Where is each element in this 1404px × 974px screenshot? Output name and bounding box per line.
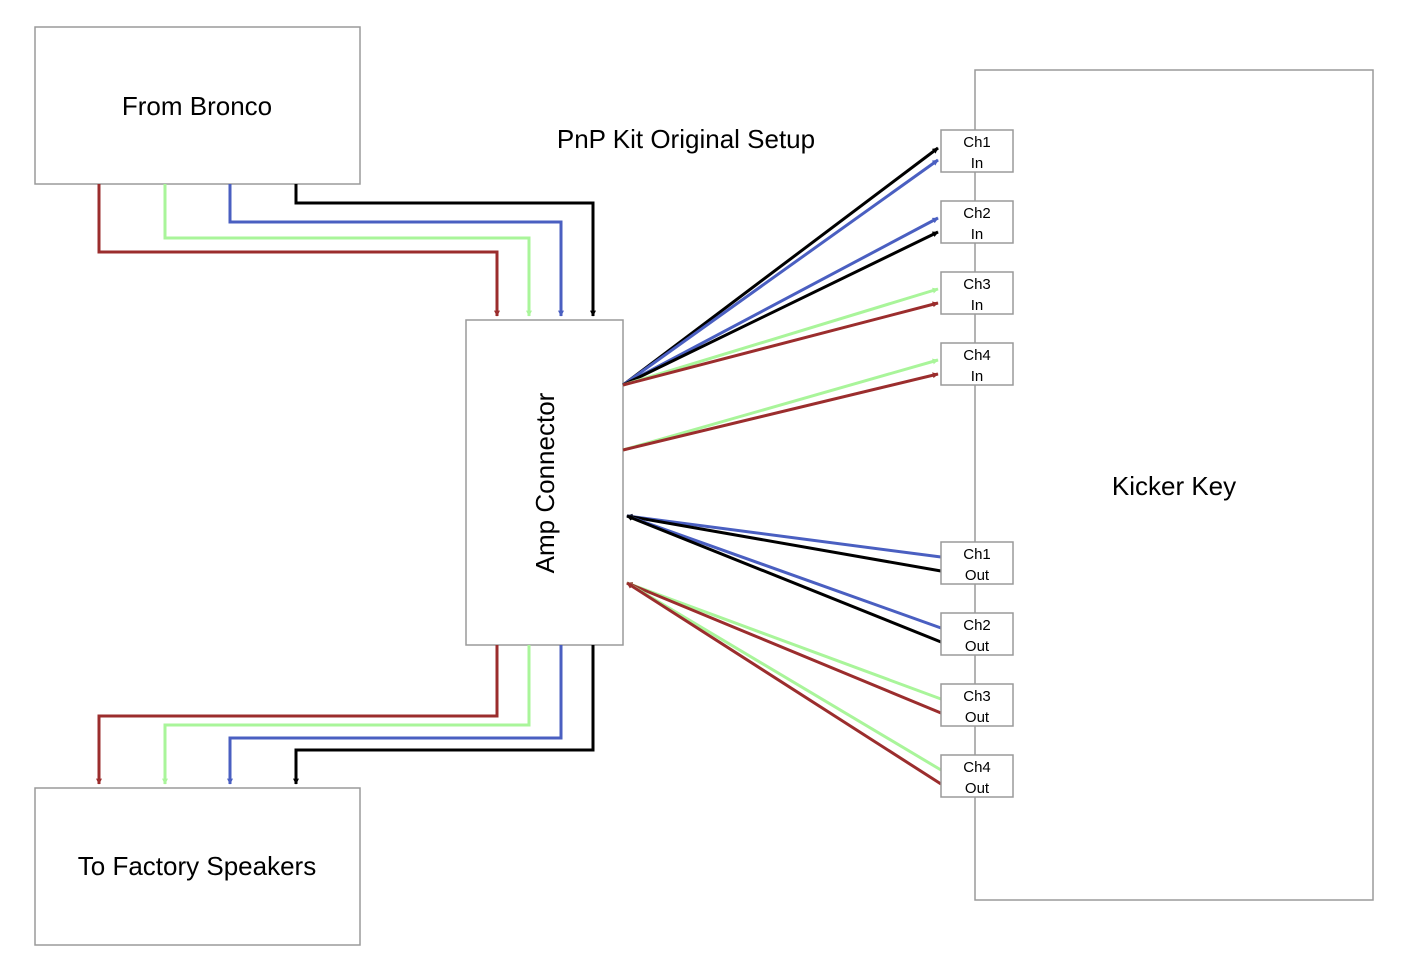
wire-blue-ch2-in: [622, 216, 939, 387]
wire-black-ch2-out: [626, 514, 942, 644]
port-ch4-in: Ch4 In: [940, 342, 1014, 386]
port-ch1-in-line1: Ch1: [963, 134, 991, 151]
port-ch1-in: Ch1 In: [940, 129, 1014, 173]
wire-green-bronco-amp: [163, 184, 532, 317]
from-bronco-box: [34, 26, 361, 185]
port-ch2-in: Ch2 In: [940, 200, 1014, 244]
port-ch3-in-line2: In: [971, 297, 984, 314]
port-ch2-out-line1: Ch2: [963, 617, 991, 634]
amp-to-kicker-input-wires: [622, 146, 939, 452]
port-ch3-out-line2: Out: [965, 709, 990, 726]
wire-green-ch3-out: [626, 581, 942, 701]
amp-to-speakers-wires: [96, 645, 595, 785]
wire-red-ch4-in: [622, 372, 939, 452]
wire-red-ch3-in: [622, 301, 939, 387]
port-ch1-out-line2: Out: [965, 567, 990, 584]
wire-black-ch1-in: [622, 146, 939, 387]
from-bronco-label: From Bronco: [122, 91, 272, 121]
diagram-title: PnP Kit Original Setup: [557, 124, 815, 154]
port-ch3-out: Ch3 Out: [940, 683, 1014, 727]
wire-blue-amp-speakers: [227, 645, 563, 785]
port-ch1-out-line1: Ch1: [963, 546, 991, 563]
kicker-key-label: Kicker Key: [1112, 471, 1236, 501]
port-ch2-out: Ch2 Out: [940, 612, 1014, 656]
kicker-key-box: [974, 69, 1374, 901]
wire-blue-ch1-in: [622, 158, 939, 387]
wire-red-bronco-amp: [97, 184, 500, 317]
wire-black-bronco-amp: [294, 184, 596, 317]
amp-connector-box: [465, 319, 624, 646]
wire-blue-ch2-out: [626, 514, 942, 630]
port-ch3-in-line1: Ch3: [963, 276, 991, 293]
port-ch4-out-line1: Ch4: [963, 759, 991, 776]
port-ch2-out-line2: Out: [965, 638, 990, 655]
port-ch4-in-line2: In: [971, 368, 984, 385]
port-ch1-out: Ch1 Out: [940, 541, 1014, 585]
wire-black-amp-speakers: [293, 645, 595, 785]
kicker-output-ports: Ch1 Out Ch2 Out Ch3 Out Ch4 Out: [940, 541, 1014, 798]
port-ch2-in-line1: Ch2: [963, 205, 991, 222]
kicker-output-to-amp-wires: [626, 513, 942, 786]
wire-green-ch4-out: [626, 581, 942, 772]
port-ch4-out-line2: Out: [965, 780, 990, 797]
wire-red-amp-speakers: [96, 645, 499, 785]
wire-green-ch4-in: [622, 358, 939, 452]
wire-red-ch4-out: [626, 581, 942, 786]
wire-green-ch3-in: [622, 287, 939, 387]
wire-black-ch2-in: [622, 230, 939, 387]
bronco-to-amp-wires: [97, 184, 596, 317]
kicker-input-ports: Ch1 In Ch2 In Ch3 In Ch4 In: [940, 129, 1014, 386]
to-factory-speakers-box: [34, 787, 361, 946]
wire-blue-ch1-out: [626, 513, 942, 559]
port-ch3-out-line1: Ch3: [963, 688, 991, 705]
wire-blue-bronco-amp: [228, 184, 564, 317]
wire-green-amp-speakers: [162, 645, 531, 785]
wire-red-ch3-out: [626, 581, 942, 715]
amp-connector-label: Amp Connector: [530, 392, 560, 573]
port-ch3-in: Ch3 In: [940, 271, 1014, 315]
port-ch4-out: Ch4 Out: [940, 754, 1014, 798]
port-ch1-in-line2: In: [971, 155, 984, 172]
port-ch4-in-line1: Ch4: [963, 347, 991, 364]
port-ch2-in-line2: In: [971, 226, 984, 243]
to-factory-speakers-label: To Factory Speakers: [78, 851, 316, 881]
wire-black-ch1-out: [626, 513, 942, 573]
